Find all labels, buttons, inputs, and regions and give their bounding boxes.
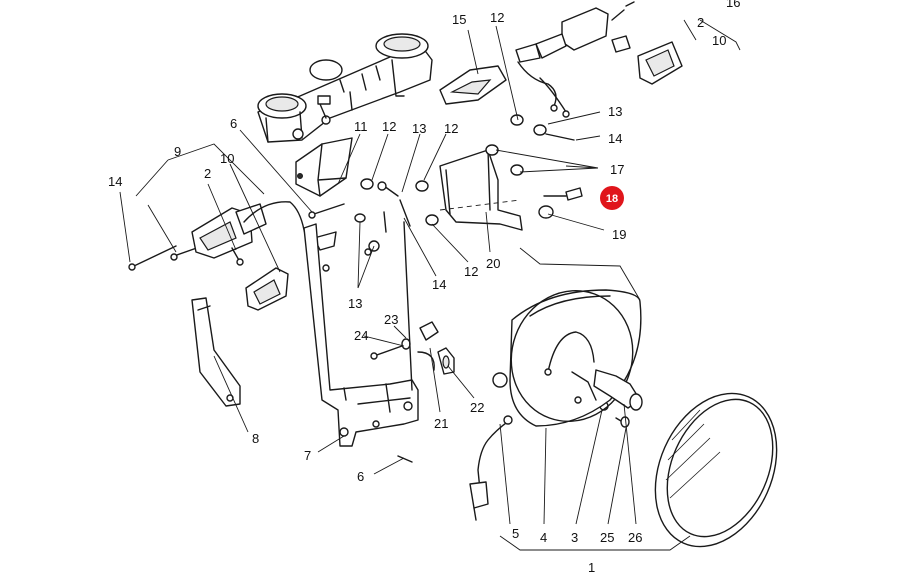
label-21: 21 xyxy=(434,416,448,431)
label-6-bottom: 6 xyxy=(357,469,364,484)
label-19: 19 xyxy=(612,227,626,242)
part-labels: 1 2 2 3 4 5 6 6 7 8 9 10 10 11 12 12 12 … xyxy=(108,0,740,575)
label-9: 9 xyxy=(174,144,181,159)
fork-bracket-7 xyxy=(303,221,419,447)
label-24: 24 xyxy=(354,328,368,343)
label-1: 1 xyxy=(588,560,595,573)
label-10-top: 10 xyxy=(712,33,726,48)
label-18: 18 xyxy=(606,193,618,205)
label-23: 23 xyxy=(384,312,398,327)
label-14-bottom: 14 xyxy=(432,277,446,292)
bolts xyxy=(128,181,630,463)
label-12-c: 12 xyxy=(490,10,504,25)
leader-lines xyxy=(119,19,741,551)
label-26: 26 xyxy=(628,530,642,545)
label-12-b: 12 xyxy=(444,121,458,136)
label-14-left: 14 xyxy=(108,174,122,189)
headlight-mount-bracket-20 xyxy=(354,114,583,231)
label-13-a: 13 xyxy=(412,121,426,136)
headlight-housing-4 xyxy=(469,289,643,521)
bracket-11 xyxy=(295,137,353,197)
label-11: 11 xyxy=(354,119,368,134)
label-10-left: 10 xyxy=(220,151,234,166)
label-15: 15 xyxy=(452,12,466,27)
label-5: 5 xyxy=(512,526,519,541)
label-20: 20 xyxy=(486,256,500,271)
instrument-cluster xyxy=(257,33,433,143)
label-17: 17 xyxy=(610,162,624,177)
label-12-d: 12 xyxy=(464,264,478,279)
label-13-b: 13 xyxy=(608,104,622,119)
label-14-right: 14 xyxy=(608,131,622,146)
label-6-top: 6 xyxy=(230,116,237,131)
label-12-a: 12 xyxy=(382,119,396,134)
label-22: 22 xyxy=(470,400,484,415)
right-turn-signal-assembly xyxy=(439,1,683,118)
label-2-left: 2 xyxy=(204,166,211,181)
label-8: 8 xyxy=(252,431,259,446)
callout-18-highlight[interactable]: 18 xyxy=(600,186,624,210)
label-3: 3 xyxy=(571,530,578,545)
label-7: 7 xyxy=(304,448,311,463)
label-13-c: 13 xyxy=(348,296,362,311)
label-16: 16 xyxy=(726,0,740,10)
highlight-marker xyxy=(600,186,624,210)
label-25: 25 xyxy=(600,530,614,545)
headlight-lens-1 xyxy=(654,392,778,548)
mounting-plate-8 xyxy=(191,297,241,407)
label-2-top: 2 xyxy=(697,15,704,30)
label-4: 4 xyxy=(540,530,547,545)
